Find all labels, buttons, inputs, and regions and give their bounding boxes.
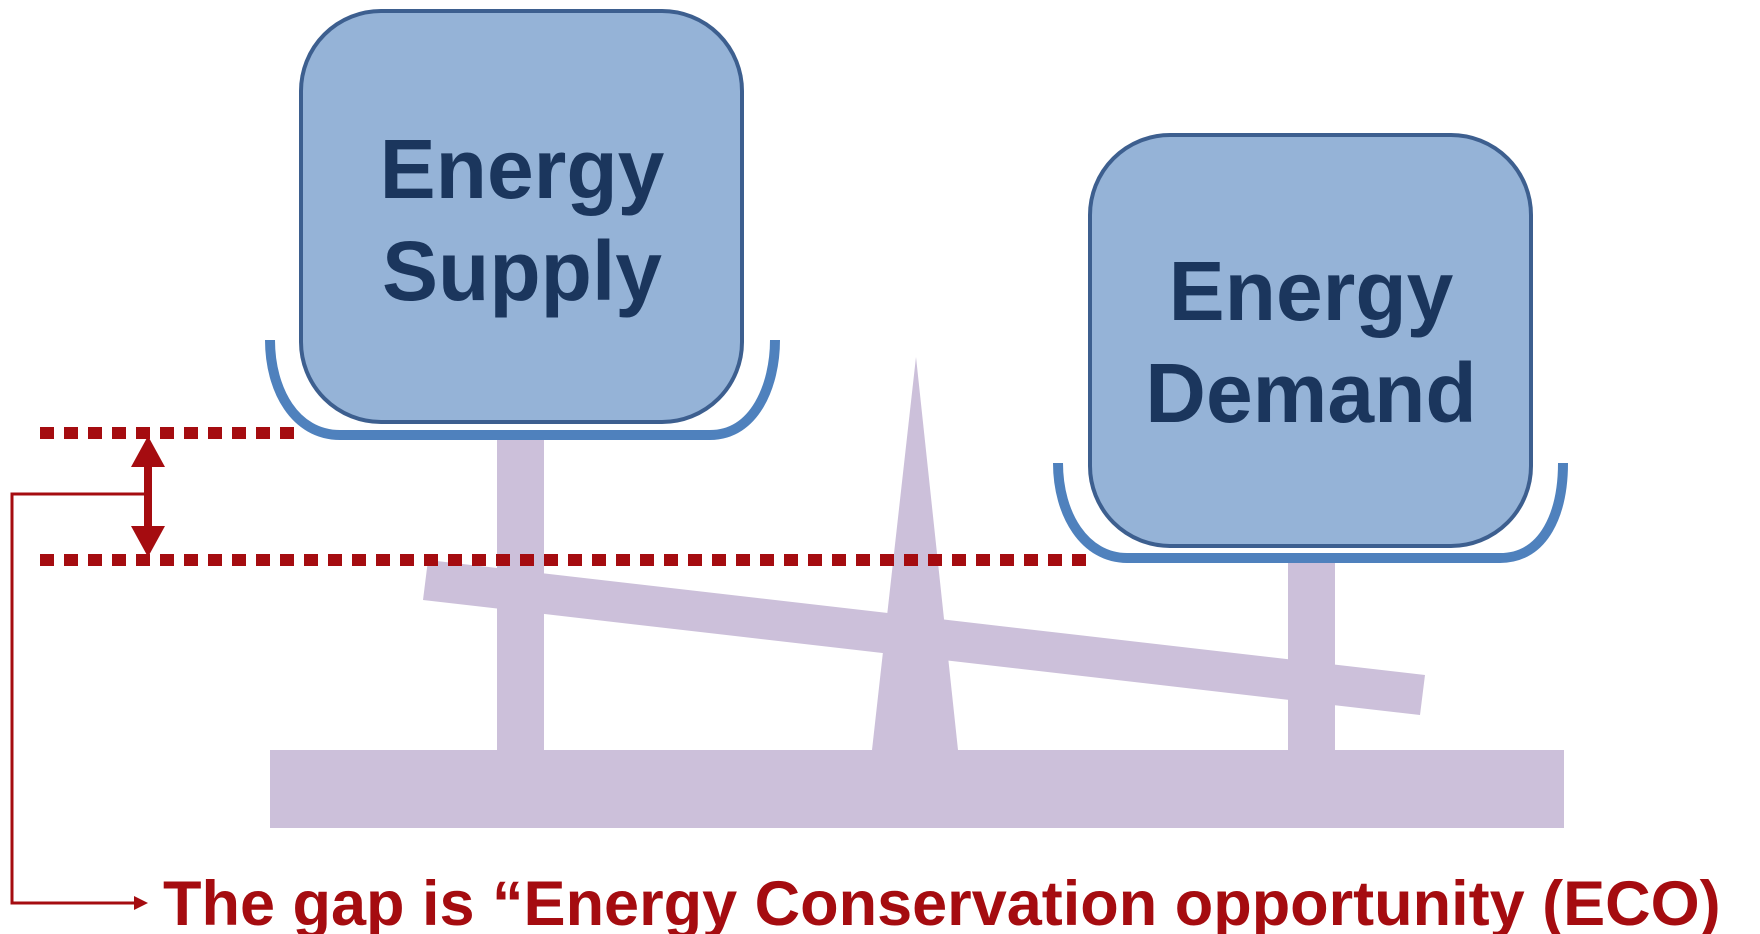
energy-demand-line2: Demand [1145,346,1476,440]
eco-caption: The gap is “Energy Conservation opportun… [163,869,1721,934]
energy-supply-box [299,9,744,424]
gap-double-arrow-icon [131,436,165,557]
scale-fulcrum [872,357,958,750]
energy-supply-line1: Energy [380,122,665,216]
energy-demand-box [1088,133,1533,548]
supply-pan [265,339,780,440]
connector-arrowhead-icon [134,896,148,910]
demand-post [1288,558,1335,751]
energy-demand-line1: Energy [1169,244,1454,338]
gap-connector-line [10,492,148,905]
demand-pan [1053,462,1568,563]
energy-supply-line2: Supply [382,224,662,318]
scale-base [270,750,1564,828]
scale-beam [423,560,1425,715]
